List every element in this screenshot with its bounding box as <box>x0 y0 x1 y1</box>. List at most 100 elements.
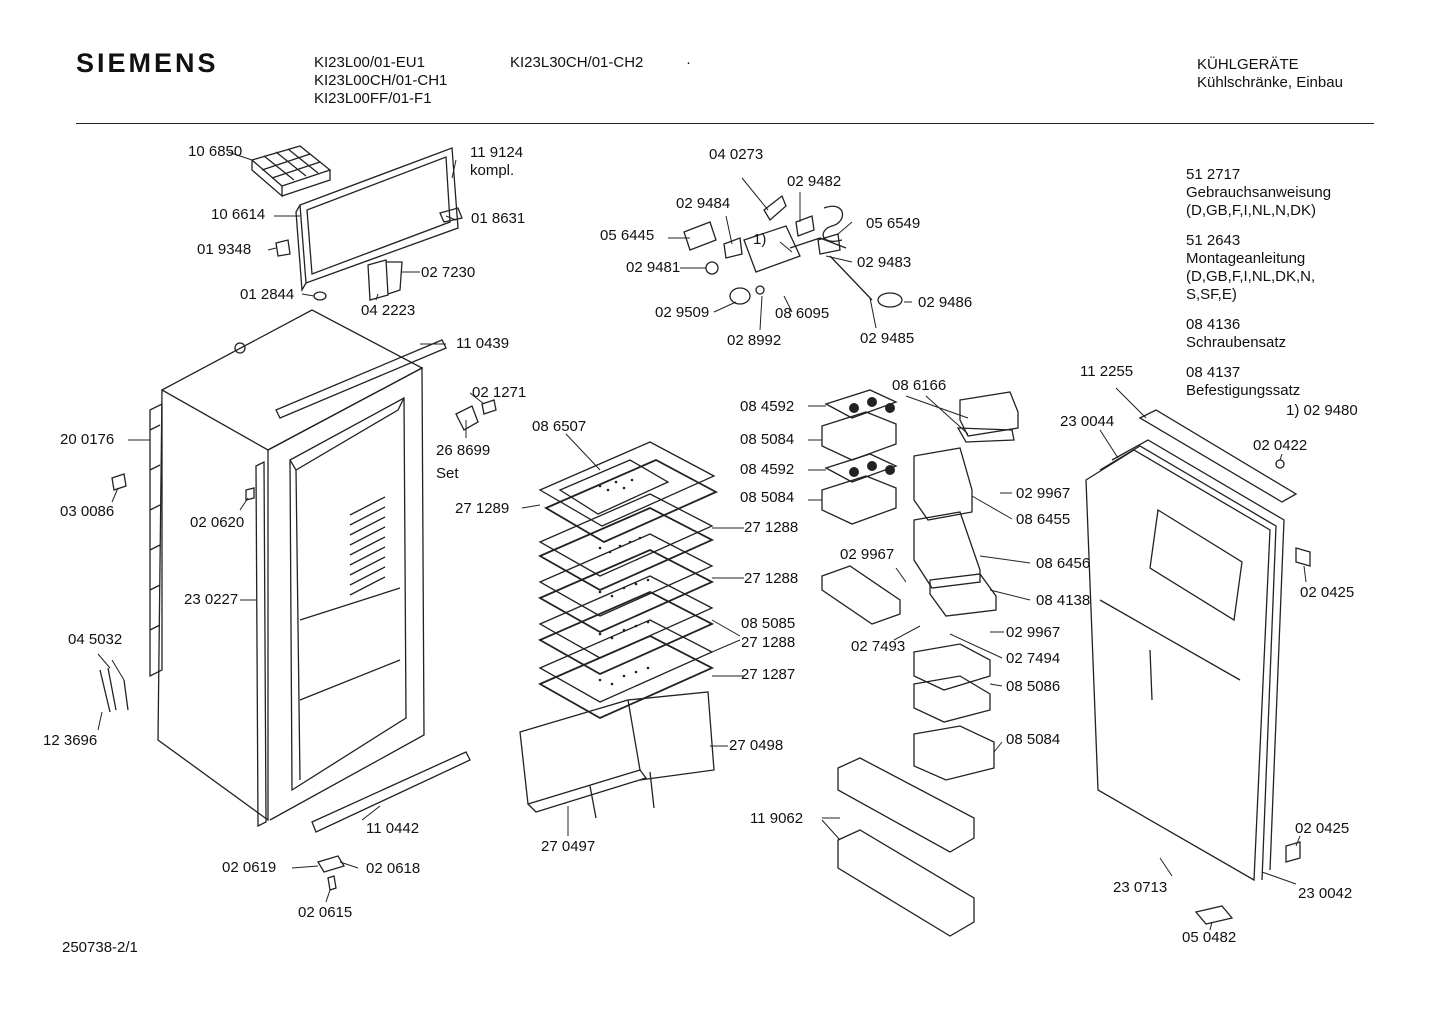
note-text: Befestigungssatz <box>1186 382 1301 399</box>
part-label: 27 1288 <box>744 519 799 536</box>
shelf-stack-part <box>540 442 716 718</box>
note-item: 51 2717 Gebrauchsanweisung (D,GB,F,I,NL,… <box>1186 166 1331 220</box>
part-label: 23 0042 <box>1298 885 1353 902</box>
note-part-number: 08 4136 <box>1186 316 1241 333</box>
part-label: 12 3696 <box>43 732 98 749</box>
part-label: 02 9484 <box>676 195 731 212</box>
part-label: 27 0497 <box>541 838 596 855</box>
header-divider <box>76 123 1374 124</box>
accessory-notes: 51 2717 Gebrauchsanweisung (D,GB,F,I,NL,… <box>1186 166 1331 404</box>
part-label: 05 0482 <box>1182 929 1237 946</box>
part-label: 26 8699 <box>436 442 491 459</box>
note-text: Montageanleitung <box>1186 250 1306 267</box>
category-subtitle: Kühlschränke, Einbau <box>1197 74 1343 91</box>
part-label: 03 0086 <box>60 503 115 520</box>
note-item: 51 2643 Montageanleitung (D,GB,F,I,NL,DK… <box>1186 232 1331 304</box>
bracket-part <box>318 856 344 890</box>
category-heading: KÜHLGERÄTE Kühlschränke, Einbau <box>1197 56 1343 92</box>
part-label: 02 1271 <box>472 384 527 401</box>
hinge-part <box>276 240 290 256</box>
top-rail-part <box>276 340 446 418</box>
part-label: 02 7230 <box>421 264 476 281</box>
part-label: 02 9482 <box>787 173 842 190</box>
part-label: 02 9485 <box>860 330 915 347</box>
part-label: 05 6549 <box>866 215 921 232</box>
part-label: 02 7493 <box>851 638 906 655</box>
part-label: 02 0620 <box>190 514 245 531</box>
freezer-door-part <box>296 148 458 290</box>
part-label: 08 5084 <box>1006 731 1061 748</box>
model-code-secondary: KI23L30CH/01-CH2 <box>510 54 644 71</box>
part-label: 01 2844 <box>240 286 295 303</box>
part-label: 02 9486 <box>918 294 973 311</box>
part-label: 27 1288 <box>744 570 799 587</box>
part-label: 10 6614 <box>211 206 266 223</box>
model-code: KI23L00/01-EU1 <box>314 54 425 71</box>
note-text: Gebrauchsanweisung <box>1186 184 1332 201</box>
clip-part <box>112 474 126 490</box>
footnote: 1) 02 9480 <box>1286 402 1358 419</box>
part-label: 02 0422 <box>1253 437 1308 454</box>
part-label: 02 9967 <box>840 546 895 563</box>
crisper-drawer-part <box>520 692 714 818</box>
part-label: 08 4592 <box>740 398 795 415</box>
hinge-set-part <box>456 400 496 430</box>
part-label: 08 4138 <box>1036 592 1091 609</box>
part-label: 02 9509 <box>655 304 710 321</box>
part-label: 08 5084 <box>740 431 795 448</box>
part-label: 23 0227 <box>184 591 239 608</box>
part-label: 20 0176 <box>60 431 115 448</box>
part-label: 04 5032 <box>68 631 123 648</box>
bullet-mark: · <box>686 54 691 71</box>
part-label: 11 9062 <box>750 810 804 827</box>
part-label: 02 9483 <box>857 254 912 271</box>
trim-strip-part <box>256 462 266 826</box>
ice-tray-part <box>252 146 330 196</box>
condenser-part <box>150 404 162 676</box>
note-text: (D,GB,F,I,NL,DK,N, <box>1186 268 1316 285</box>
note-text: Schraubensatz <box>1186 334 1287 351</box>
plug-part <box>314 292 326 300</box>
leader-lines <box>98 152 1306 930</box>
part-label: 08 6456 <box>1036 555 1091 572</box>
sensor-part <box>100 668 128 712</box>
part-label: 01 8631 <box>471 210 526 227</box>
part-label: 02 0425 <box>1300 584 1355 601</box>
part-label: 08 5086 <box>1006 678 1061 695</box>
part-label: 27 0498 <box>729 737 784 754</box>
part-label: 11 0439 <box>456 335 510 352</box>
part-label: 10 6850 <box>188 143 243 160</box>
part-label: 08 6095 <box>775 305 830 322</box>
document-number: 250738-2/1 <box>62 939 138 956</box>
part-label: 02 0618 <box>366 860 421 877</box>
part-label: 02 9481 <box>626 259 681 276</box>
part-label: 02 0615 <box>298 904 353 921</box>
note-text: S,SF,E) <box>1186 286 1237 303</box>
part-label: 04 0273 <box>709 146 764 163</box>
screw-part <box>1276 460 1284 468</box>
category-title: KÜHLGERÄTE <box>1197 56 1299 73</box>
part-label: 08 6507 <box>532 418 587 435</box>
part-label: 08 6166 <box>892 377 947 394</box>
part-label: 27 1287 <box>741 666 796 683</box>
part-label: 02 0425 <box>1295 820 1350 837</box>
part-label: 08 5084 <box>740 489 795 506</box>
part-label: 08 6455 <box>1016 511 1071 528</box>
model-code: KI23L00CH/01-CH1 <box>314 72 448 89</box>
note-text: (D,GB,F,I,NL,N,DK) <box>1186 202 1317 219</box>
model-code: KI23L00FF/01-F1 <box>314 90 432 107</box>
part-label: 08 5085 <box>741 615 796 632</box>
door-bins-part <box>822 390 1018 936</box>
part-label: 01 9348 <box>197 241 252 258</box>
perforation-texture <box>598 397 895 686</box>
note-item: 08 4136 Schraubensatz <box>1186 316 1331 352</box>
part-label: 27 1288 <box>741 634 796 651</box>
note-part-number: 08 4137 <box>1186 364 1241 381</box>
main-door-part <box>1086 410 1310 880</box>
part-label: 08 4592 <box>740 461 795 478</box>
part-label: 02 7494 <box>1006 650 1061 667</box>
hinge-plate-part <box>1196 906 1232 924</box>
bottom-rail-part <box>312 752 470 832</box>
hinge-part <box>440 208 462 222</box>
